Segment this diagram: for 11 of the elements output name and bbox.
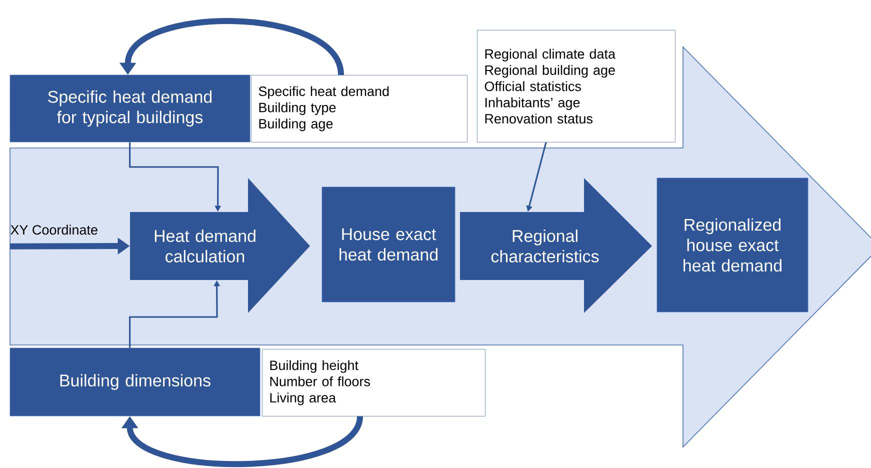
process-box: Building dimensions xyxy=(10,348,260,416)
chevron-step: Heat demand calculation xyxy=(130,178,310,313)
list-box: Regional climate data Regional building age Official statistics Inhabitants’ age Renovation status xyxy=(477,30,676,142)
process-box: House exact heat demand xyxy=(322,186,456,302)
list-box: Building height Number of floors Living area xyxy=(262,349,486,416)
input-label: XY Coordinate xyxy=(10,224,98,235)
process-box: Specific heat demand for typical buildings xyxy=(10,74,250,142)
chevron-step: Regional characteristics xyxy=(460,178,652,313)
arrow xyxy=(121,415,363,467)
process-box: Regionalized house exact heat demand xyxy=(656,178,808,312)
list-box: Specific heat demand Building type Building age xyxy=(251,75,468,142)
